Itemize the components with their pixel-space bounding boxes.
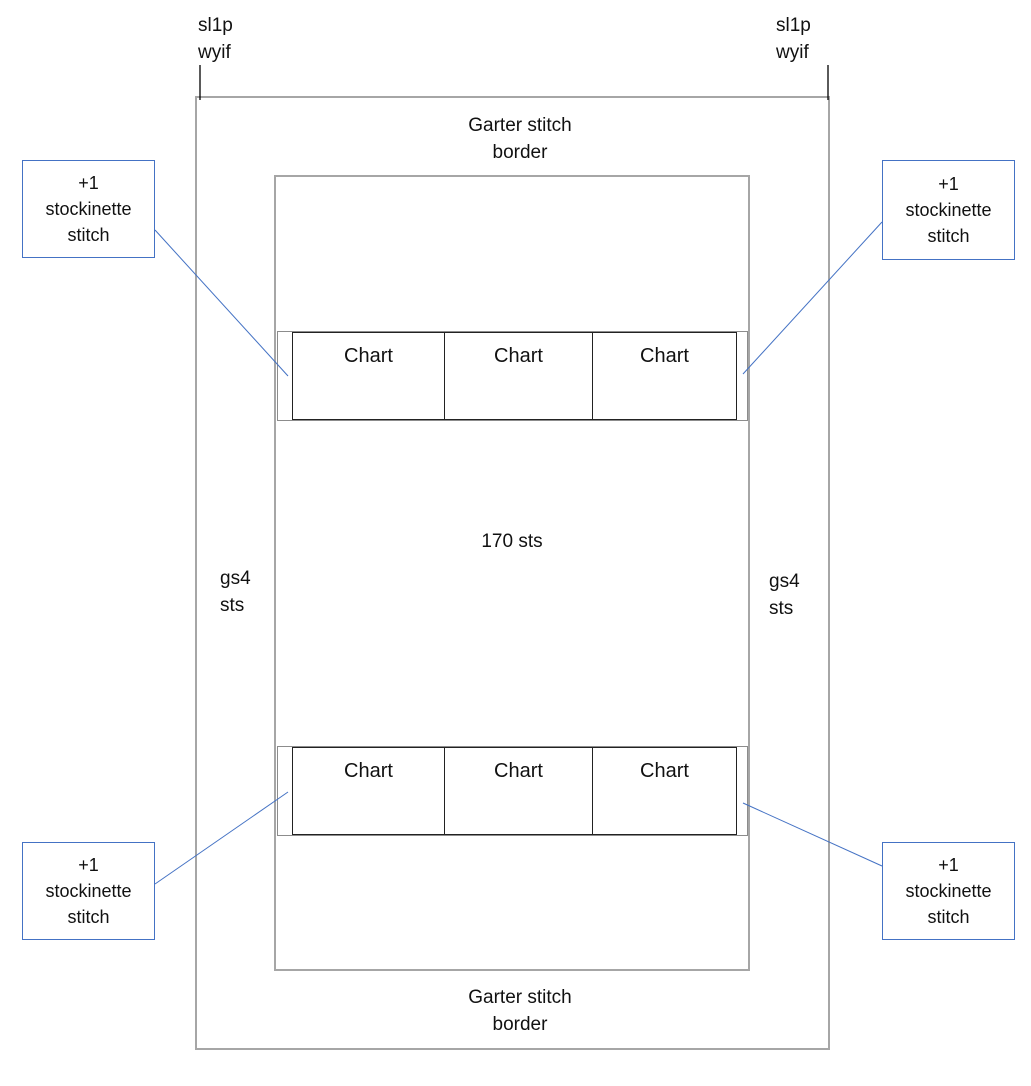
top-chart-cell-3: Chart	[592, 332, 737, 420]
chart-label: Chart	[640, 345, 689, 367]
right-edge-label: sl1p wyif	[776, 15, 811, 63]
connector-bottom-right	[742, 802, 883, 867]
callout-text: +1 stockinette stitch	[905, 855, 992, 927]
chart-label: Chart	[344, 760, 393, 782]
outer-blanket-outline	[195, 96, 830, 1050]
inner-body-outline	[274, 175, 750, 971]
top-chart-row: Chart Chart Chart	[277, 331, 748, 421]
bottom-chart-row: Chart Chart Chart	[277, 746, 748, 836]
chart-label: Chart	[494, 760, 543, 782]
center-stitch-count: 170 sts	[481, 531, 543, 552]
callout-text: +1 stockinette stitch	[45, 855, 132, 927]
top-chart-cell-1: Chart	[292, 332, 445, 420]
chart-label: Chart	[344, 345, 393, 367]
top-chart-cell-2: Chart	[444, 332, 593, 420]
left-side-label: gs4 sts	[220, 568, 251, 616]
callout-text: +1 stockinette stitch	[905, 174, 992, 246]
connector-top-right	[742, 221, 883, 375]
callout-text: +1 stockinette stitch	[45, 173, 132, 245]
chart-label: Chart	[494, 345, 543, 367]
top-border-label: Garter stitch border	[468, 115, 572, 163]
bottom-border-label: Garter stitch border	[468, 987, 572, 1035]
bottom-chart-cell-3: Chart	[592, 747, 737, 835]
callout-bottom-left: +1 stockinette stitch	[22, 842, 155, 940]
callout-bottom-right: +1 stockinette stitch	[882, 842, 1015, 940]
callout-top-right: +1 stockinette stitch	[882, 160, 1015, 260]
connector-top-left	[154, 229, 289, 377]
chart-label: Chart	[640, 760, 689, 782]
bottom-chart-cell-2: Chart	[444, 747, 593, 835]
callout-top-left: +1 stockinette stitch	[22, 160, 155, 258]
connector-bottom-left	[154, 791, 289, 885]
right-side-label: gs4 sts	[769, 571, 800, 619]
bottom-chart-cell-1: Chart	[292, 747, 445, 835]
left-edge-label: sl1p wyif	[198, 15, 233, 63]
